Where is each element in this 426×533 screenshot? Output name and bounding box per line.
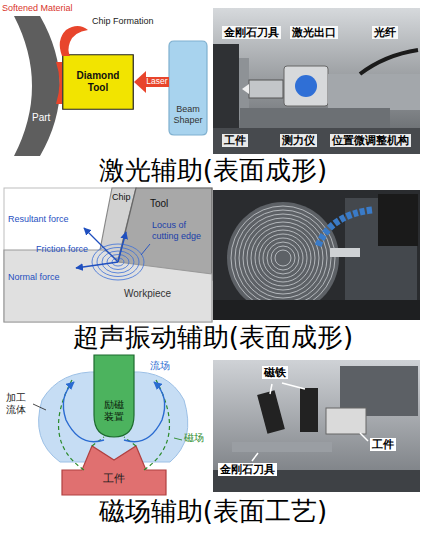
excitation-device: 励磁装置 xyxy=(90,355,138,437)
base-plate xyxy=(213,128,420,154)
photo-ground xyxy=(213,190,420,320)
base-plate xyxy=(213,300,420,320)
photo-ground xyxy=(213,8,420,154)
workpiece xyxy=(326,408,366,434)
node-text: Tool xyxy=(150,198,212,210)
coolant-hose xyxy=(318,210,372,246)
force-label: Resultant force xyxy=(8,214,82,225)
diamond-tip xyxy=(242,84,249,94)
leader-line xyxy=(252,383,368,461)
node-text: Chip xyxy=(112,192,136,203)
photo-label: 磁铁 xyxy=(262,366,288,379)
magnet xyxy=(300,388,318,432)
node-text: Beam Shaper xyxy=(170,104,206,126)
photo-label: 位置微调整机构 xyxy=(330,134,411,147)
photo-label: 工件 xyxy=(370,438,396,451)
laser-outlet xyxy=(295,75,317,97)
section-caption: 激光辅助(表面成形) xyxy=(0,156,426,186)
workpiece-shape: 工件 xyxy=(62,440,166,495)
node-outline xyxy=(90,355,138,437)
callout-label: Softened Material xyxy=(2,3,73,14)
laser-head xyxy=(284,66,328,106)
magnetic-photo xyxy=(213,360,420,492)
chip-curl xyxy=(60,26,88,56)
field-line xyxy=(144,380,169,470)
tool-holder xyxy=(249,80,283,98)
node-shape xyxy=(63,55,134,110)
photo-label: 激光出口 xyxy=(290,26,338,39)
node-text: 工件 xyxy=(62,472,166,485)
optical-fiber xyxy=(360,50,418,74)
node-shape xyxy=(14,16,60,156)
photo-ground xyxy=(213,360,420,492)
ultrasonic-photo xyxy=(213,190,420,320)
callout-label: 流场 xyxy=(150,360,170,372)
diamond-tool-box: Diamond Tool xyxy=(62,54,134,110)
leader-line xyxy=(33,404,46,410)
node-text: Workpiece xyxy=(124,288,212,300)
edge-label: Laser xyxy=(145,77,168,86)
callout-label: 磁场 xyxy=(184,432,204,444)
photo-label: 金刚石刀具 xyxy=(218,463,277,476)
housing xyxy=(328,74,420,110)
laser-beam xyxy=(146,77,168,87)
node-shape xyxy=(94,355,134,437)
locus-label: Locus of cutting edge xyxy=(152,220,210,242)
node-shape xyxy=(62,446,166,495)
node-text: Diamond Tool xyxy=(66,70,130,94)
callout-label: 加工流体 xyxy=(6,392,30,416)
node-text: Part xyxy=(32,112,64,124)
spiral-disc xyxy=(227,202,339,314)
actuator xyxy=(378,194,418,246)
magnet xyxy=(257,390,285,433)
node-outline xyxy=(62,440,166,495)
section-caption: 磁场辅助(表面工艺) xyxy=(0,497,426,527)
photo-label: 测力仪 xyxy=(280,134,317,147)
photo-label: 工件 xyxy=(222,134,248,147)
node-shape xyxy=(169,41,207,135)
tool-shank xyxy=(330,248,360,257)
callout-label: Chip Formation xyxy=(92,16,154,27)
field-line xyxy=(59,380,84,470)
beam-shaper: Beam Shaper xyxy=(168,40,208,136)
photo-label: 光纤 xyxy=(372,26,398,39)
spindle-chuck xyxy=(213,44,239,132)
laser-photo xyxy=(213,8,420,154)
chip-shape: Chip xyxy=(96,188,136,260)
leader-line xyxy=(174,438,182,440)
node-outline xyxy=(4,244,212,322)
panel-frame xyxy=(4,188,212,322)
node-shape xyxy=(4,250,212,322)
section-caption: 超声振动辅助(表面成形) xyxy=(0,323,426,353)
workpiece-shape: Workpiece xyxy=(4,244,212,322)
node-text: 励磁装置 xyxy=(103,399,125,423)
force-label: Friction force xyxy=(36,244,94,255)
stage xyxy=(240,108,390,128)
photo-label: 金刚石刀具 xyxy=(222,26,281,39)
diamond-tool xyxy=(232,442,332,452)
part-body: Part xyxy=(10,16,64,156)
spiral-grooves xyxy=(231,206,335,310)
force-label: Normal force xyxy=(8,272,72,283)
node-outline xyxy=(10,16,64,156)
